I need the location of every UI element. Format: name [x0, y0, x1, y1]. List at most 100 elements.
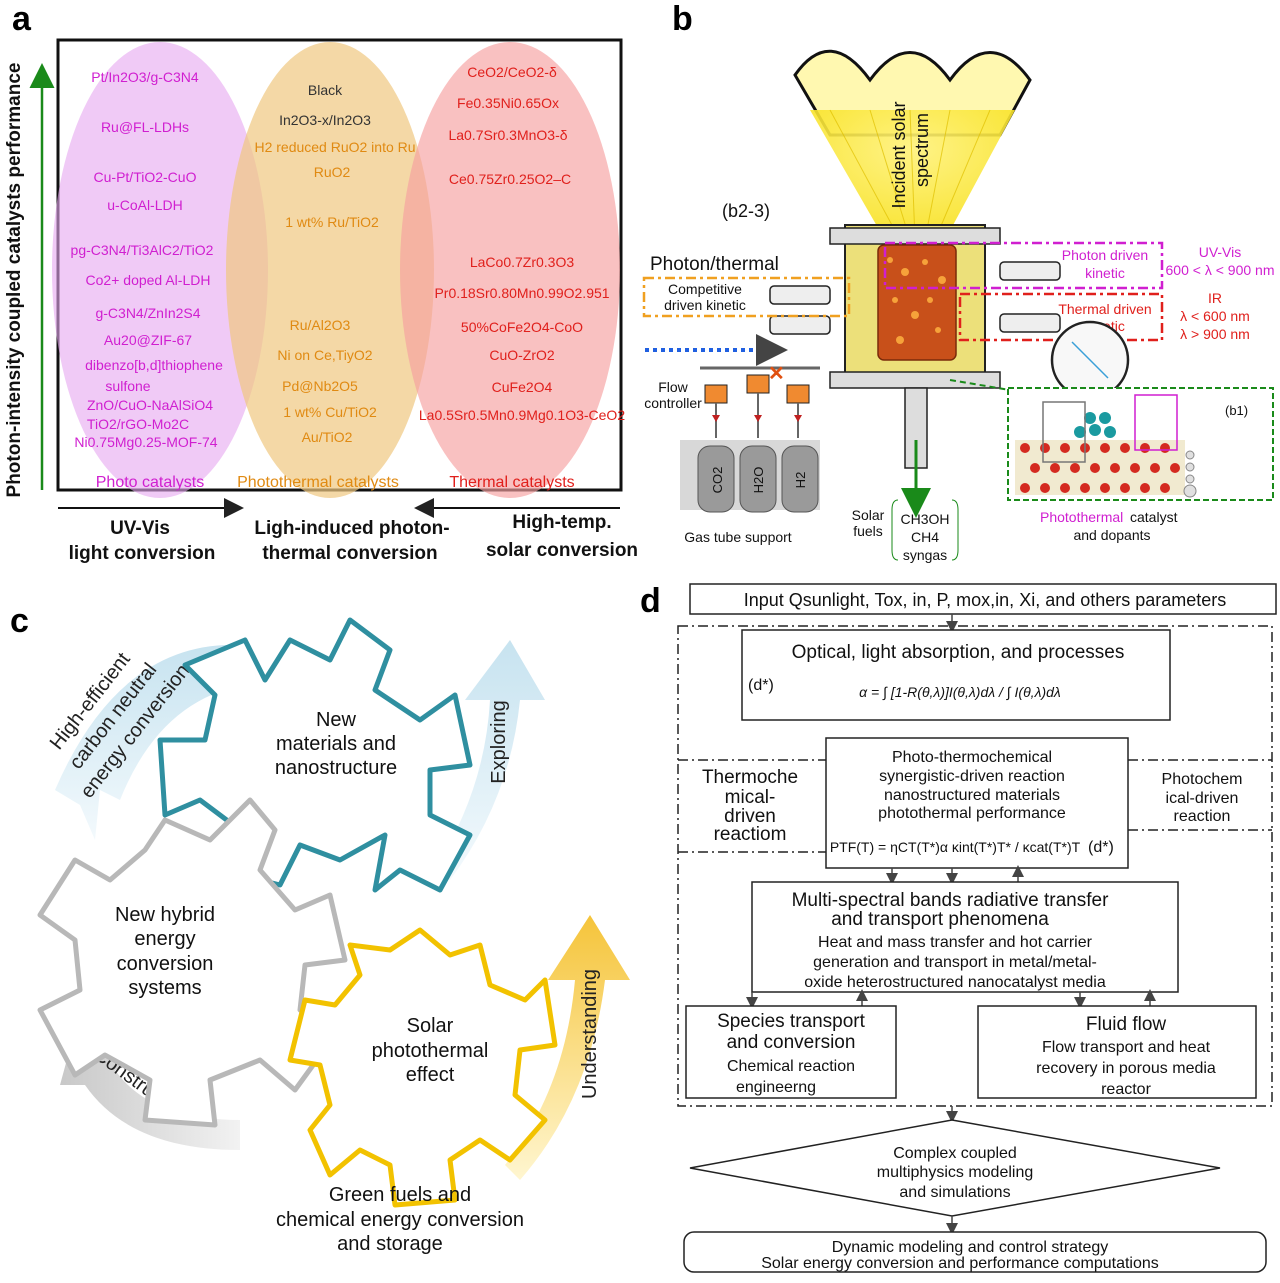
- thermal-items: CeO2/CeO2-δ Fe0.35Ni0.65Ox La0.7Sr0.3MnO…: [419, 64, 625, 423]
- gas-h2o: H2O: [751, 467, 766, 494]
- thermal-item: La0.5Sr0.5Mn0.9Mg0.1O3-CeO2: [419, 407, 625, 423]
- fuel-syngas: syngas: [903, 547, 947, 563]
- thermal-item: CuFe2O4: [492, 379, 553, 395]
- uvvis-range-label: 600 < λ < 900 nm: [1166, 262, 1275, 278]
- synergy-dstar: (d*): [1088, 839, 1114, 856]
- species-box: [685, 1005, 897, 1099]
- photothermal-item: 1 wt% Cu/TiO2: [283, 404, 377, 420]
- photo-item: ZnO/CuO-NaAlSiO4: [87, 397, 213, 413]
- gas-cylinders: [697, 445, 819, 513]
- ir-range-2: λ > 900 nm: [1180, 326, 1250, 342]
- thermal-ellipse: [400, 42, 620, 498]
- optical-dstar: (d*): [748, 677, 774, 694]
- gear-left-line-1: New hybrid: [115, 904, 215, 926]
- fluid-text-2: recovery in porous media: [1036, 1060, 1216, 1077]
- input-text: Input Qsunlight, Tox, in, P, mox,in, Xi,…: [744, 590, 1227, 610]
- photochem-line-3: reaction: [1174, 808, 1231, 825]
- beam-rays: [829, 109, 991, 241]
- zoom-line: [949, 379, 1011, 391]
- gear-top-line-1: New: [316, 709, 357, 731]
- thermal-item: Pr0.18Sr0.80Mn0.99O2.951: [434, 285, 609, 301]
- photothermal-item: In2O3-x/In2O3: [279, 112, 371, 128]
- synergy-box: [825, 737, 1129, 869]
- flow-controller-icons: [700, 366, 820, 438]
- photothermal-word: Photothermal: [1040, 509, 1123, 525]
- green-fuels-line-3: and storage: [337, 1233, 443, 1255]
- optical-title: Optical, light absorption, and processes: [792, 642, 1125, 663]
- catalyst-word: catalyst: [1130, 509, 1178, 525]
- fuels-brace: [891, 499, 899, 561]
- photo-item: u-CoAl-LDH: [107, 197, 182, 213]
- uvvis-label-1: UV-Vis: [110, 518, 170, 539]
- arrow-right-top: [435, 640, 545, 880]
- photochem-line-2: ical-driven: [1166, 790, 1239, 807]
- multi-text-2: generation and transport in metal/metal-: [813, 954, 1097, 971]
- photo-item: Co2+ doped Al-LDH: [86, 272, 211, 288]
- ir-range-1: λ < 600 nm: [1180, 308, 1250, 324]
- photothermal-items: Black In2O3-x/In2O3 H2 reduced RuO2 into…: [254, 82, 415, 445]
- gear-bottom-line-2: photothermal: [372, 1040, 489, 1062]
- photochem-line-1: Photochem: [1162, 771, 1243, 788]
- multi-text-1: Heat and mass transfer and hot carrier: [818, 934, 1093, 951]
- synergy-line-3: nanostructured materials: [884, 787, 1060, 804]
- multi-box: [751, 881, 1179, 993]
- gear-left-line-3: conversion: [117, 953, 214, 975]
- photo-item: g-C3N4/ZnIn2S4: [95, 305, 200, 321]
- gear-bottom-line-3: effect: [406, 1064, 455, 1086]
- fluid-box: [977, 1005, 1257, 1099]
- catalyst-lattice: [1015, 394, 1197, 498]
- thermal-item: Ce0.75Zr0.25O2–C: [449, 171, 571, 187]
- thermo-line-2: mical-: [725, 787, 776, 808]
- thermal-item: La0.7Sr0.3MnO3-δ: [448, 127, 567, 143]
- photo-item: Cu-Pt/TiO2-CuO: [94, 169, 197, 185]
- photon-driven-box: [883, 241, 1164, 290]
- y-axis-label: Photon-intensity coupled catalysts perfo…: [4, 63, 25, 498]
- gear-top-line-3: nanostructure: [275, 757, 397, 779]
- complex-line-2: multiphysics modeling: [877, 1164, 1034, 1181]
- synergy-line-4: photothermal performance: [878, 805, 1066, 822]
- fuel-ch4: CH4: [911, 529, 939, 545]
- photo-ellipse: [52, 42, 268, 498]
- complex-line-1: Complex coupled: [893, 1145, 1017, 1162]
- incident-label-2: spectrum: [912, 113, 932, 187]
- reactor-flange-top: [829, 227, 1001, 245]
- group-label-thermal: Thermal catalysts: [449, 474, 574, 491]
- photothermal-item: Ni on Ce,TiyO2: [277, 347, 372, 363]
- ptf-formula: PTF(T) = ηCT(T*)α κint(T*)T* / κcat(T*)T: [830, 839, 1081, 855]
- dynamic-box: [683, 1231, 1267, 1273]
- mid-label-2: thermal conversion: [262, 543, 437, 564]
- dynamic-line-2: Solar energy conversion and performance …: [761, 1255, 1159, 1272]
- arrow-right-top-label: Exploring: [488, 700, 510, 783]
- multi-text-3: oxide heterostructured nanocatalyst medi…: [804, 974, 1106, 991]
- photothermal-item: Black: [308, 82, 343, 98]
- photo-item: Au20@ZIF-67: [104, 332, 192, 348]
- photothermal-item: Ru/Al2O3: [290, 317, 351, 333]
- thermo-line-3: driven: [724, 806, 776, 827]
- competitive-label-1: Competitive: [668, 281, 742, 297]
- thermal-item: 50%CoFe2O4-CoO: [461, 319, 583, 335]
- thermal-item: LaCo0.7Zr0.3O3: [470, 254, 574, 270]
- b23-label: (b2-3): [722, 201, 770, 221]
- fluid-text-1: Flow transport and heat: [1042, 1039, 1211, 1056]
- thermal-item: CeO2/CeO2-δ: [467, 64, 557, 80]
- arrow-top-left: [55, 644, 245, 840]
- green-fuels-line-1: Green fuels and: [329, 1184, 471, 1206]
- multi-title-2: and transport phenomena: [831, 909, 1049, 930]
- photothermal-item: Au/TiO2: [302, 429, 353, 445]
- gear-left-line-2: energy: [134, 928, 195, 950]
- thermal-item: CuO-ZrO2: [489, 347, 555, 363]
- gear-left-line-4: systems: [128, 977, 201, 999]
- arrow-right-bottom: [505, 915, 630, 1180]
- photon-driven-label-1: Photon driven: [1062, 247, 1148, 263]
- dynamic-line-1: Dynamic modeling and control strategy: [832, 1239, 1109, 1256]
- multi-title-1: Multi-spectral bands radiative transfer: [792, 890, 1109, 911]
- photo-item: TiO2/rGO-Mo2C: [87, 416, 189, 432]
- photo-item: Pt/In2O3/g-C3N4: [91, 69, 199, 85]
- fuels-brace-right: [951, 499, 959, 561]
- ir-label: IR: [1208, 290, 1222, 306]
- photon-driven-label-2: kinetic: [1085, 265, 1125, 281]
- optical-box: [741, 629, 1171, 721]
- fluid-text-3: reactor: [1101, 1081, 1151, 1098]
- alpha-formula: α = ∫ [1-R(θ,λ)]I(θ,λ)dλ / ∫ I(θ,λ)dλ: [859, 684, 1061, 701]
- panel-letter-d: d: [640, 582, 661, 620]
